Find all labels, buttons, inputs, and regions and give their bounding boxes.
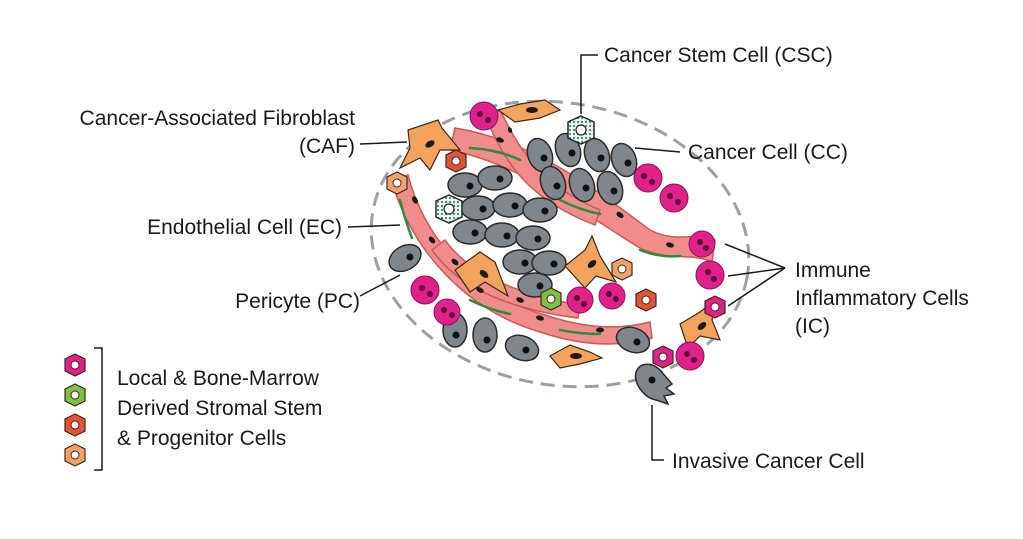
label-pericyte: Pericyte (PC) xyxy=(235,290,360,313)
vessel-branch xyxy=(484,109,601,226)
legend-text-line3: & Progenitor Cells xyxy=(117,427,287,450)
pericytes xyxy=(398,146,682,336)
label-cancer-stem-cell: Cancer Stem Cell (CSC) xyxy=(604,44,833,67)
label-immune-line3: (IC) xyxy=(795,315,830,338)
fibroblast-nuclei xyxy=(425,107,707,359)
invasive-cancer-cell xyxy=(634,363,676,406)
legend-text-line1: Local & Bone-Marrow xyxy=(117,367,319,390)
label-cancer-cell: Cancer Cell (CC) xyxy=(688,141,848,164)
immune-cells xyxy=(410,101,725,371)
label-immune-line1: Immune xyxy=(795,259,871,282)
label-caf-line1: Cancer-Associated Fibroblast xyxy=(79,107,355,130)
label-endothelial-cell: Endothelial Cell (EC) xyxy=(147,216,342,239)
tumor-boundary xyxy=(369,99,751,389)
legend-bracket xyxy=(94,347,103,471)
label-invasive-cancer-cell: Invasive Cancer Cell xyxy=(672,450,865,473)
label-caf-line2: (CAF) xyxy=(299,135,355,158)
cancer-cells xyxy=(388,132,651,362)
label-immune-line2: Inflammatory Cells xyxy=(795,287,969,310)
legend-text-line2: Derived Stromal Stem xyxy=(117,397,323,420)
leader-lines xyxy=(347,54,786,461)
immune-nuclei xyxy=(419,111,717,363)
progenitor-holes xyxy=(392,156,720,362)
legend xyxy=(64,347,103,471)
